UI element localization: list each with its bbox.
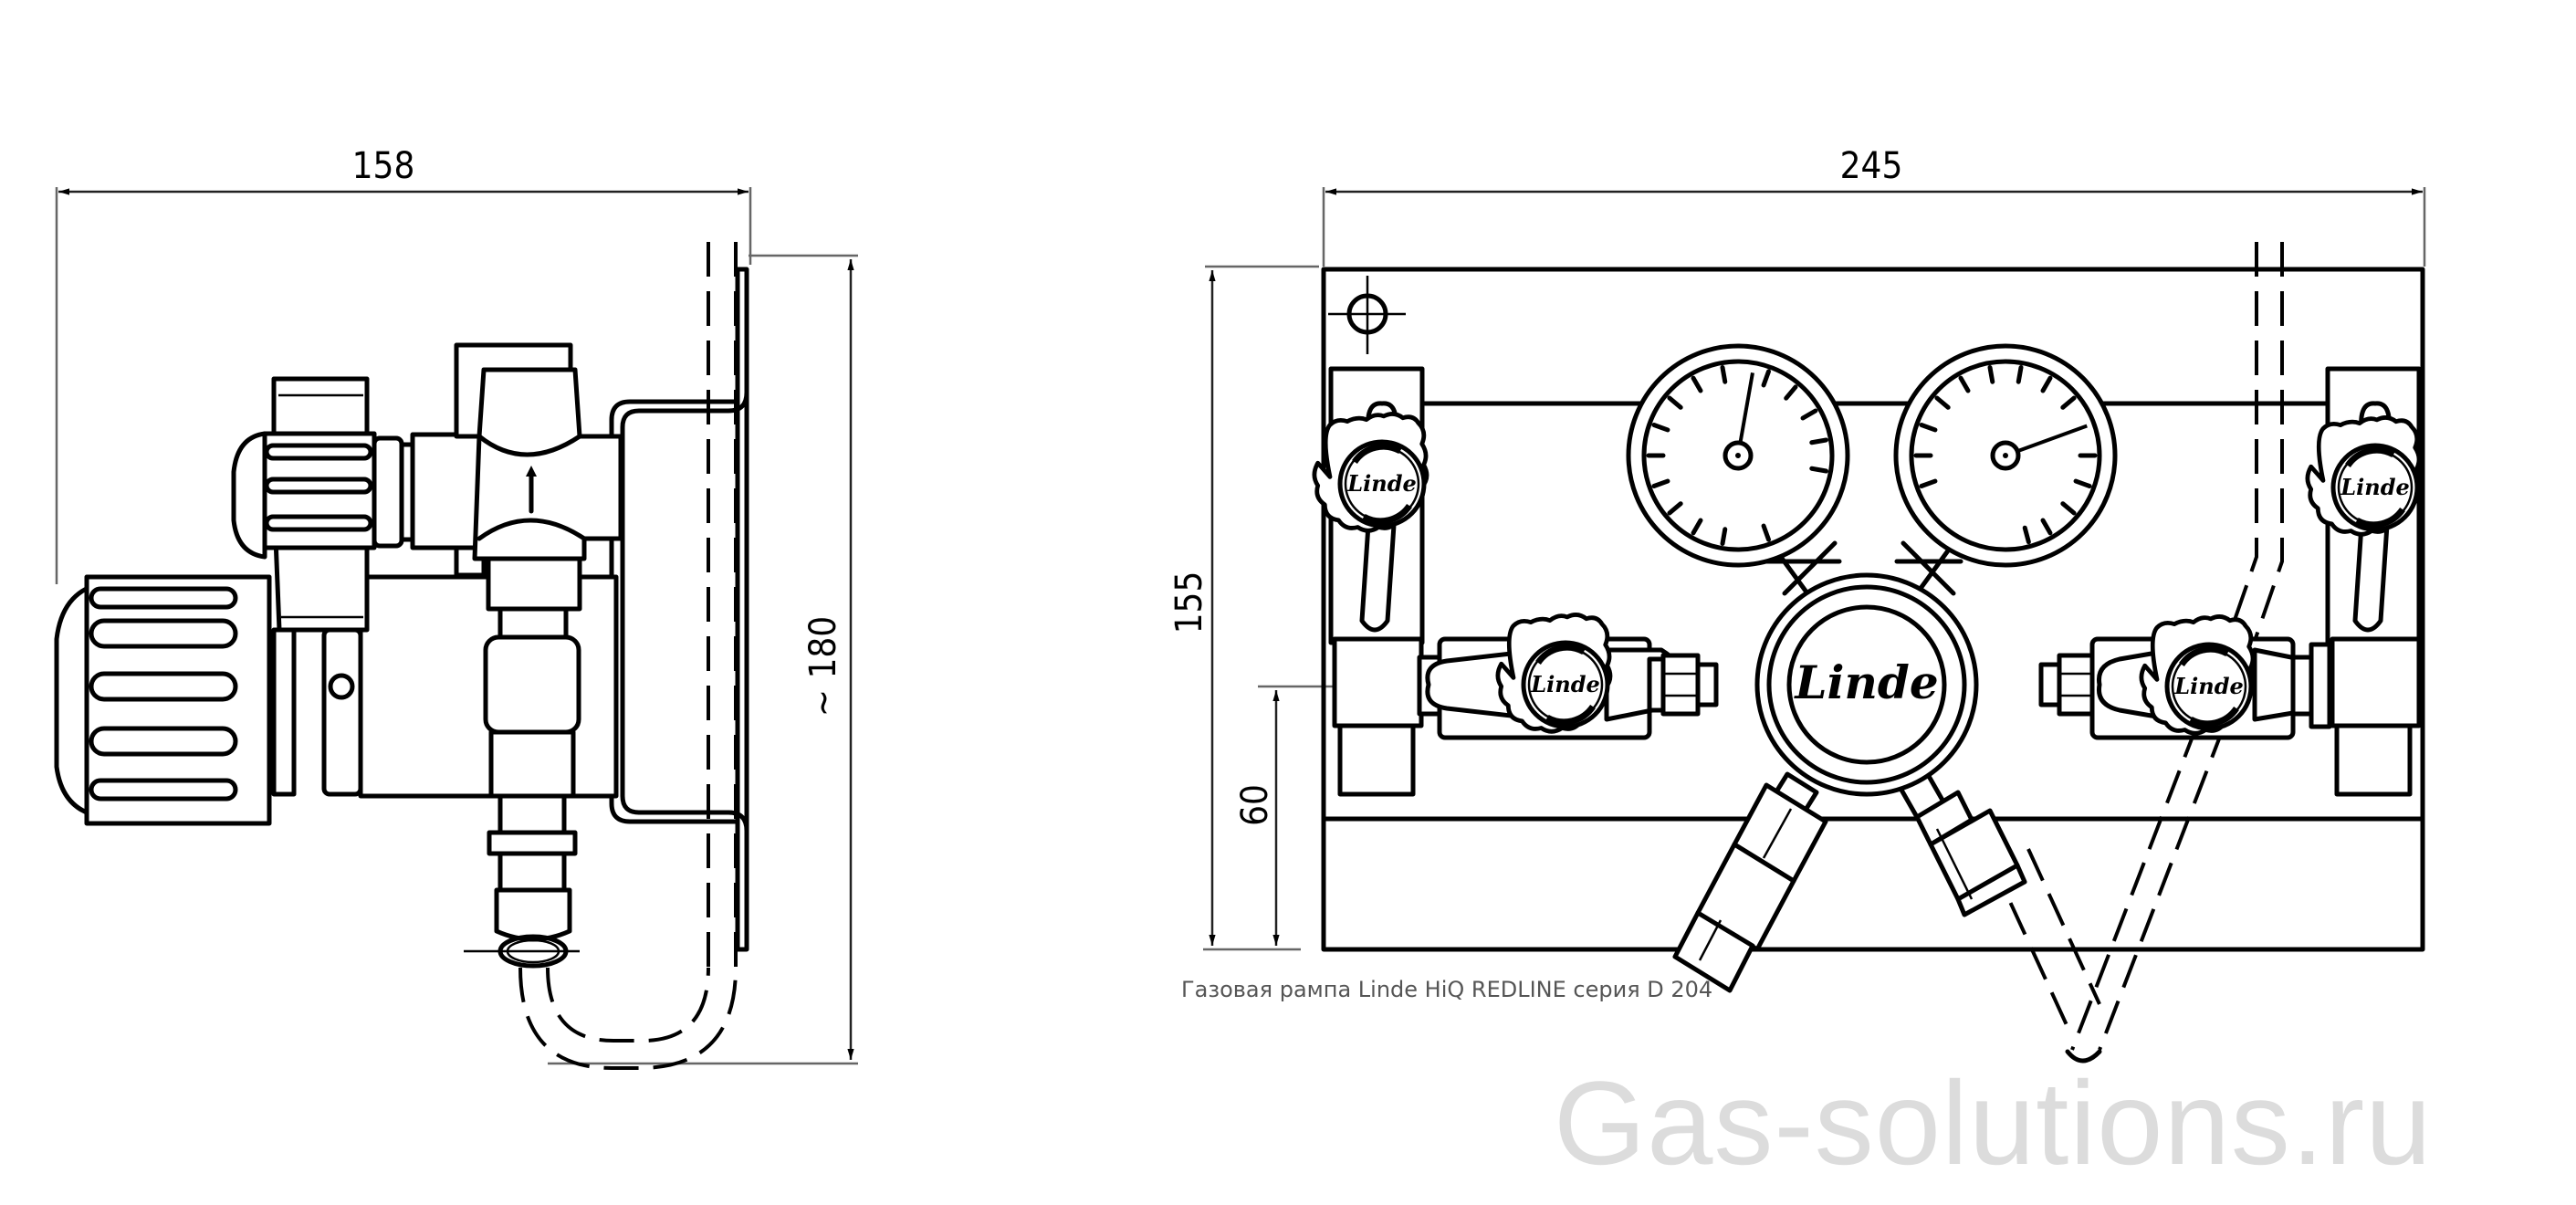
right-outlet-fitting <box>1896 769 2027 917</box>
left-pressure-gauge <box>1628 346 1848 565</box>
left-outlet-valve-knob[interactable] <box>1498 614 1610 731</box>
right-outlet-valve-knob[interactable] <box>2141 616 2254 733</box>
watermark: Gas-solutions.ru <box>1554 1056 2433 1189</box>
side-view: 158 ~ 180 <box>54 145 858 1070</box>
hand-wheel-ribs <box>89 586 238 802</box>
dimension-158-label: 158 <box>352 145 415 187</box>
left-top-valve-knob[interactable] <box>1314 414 1427 530</box>
regulator-body: Linde <box>1754 572 1979 797</box>
regulator-logo: Linde <box>1793 655 1938 709</box>
gauge-ticks <box>1913 364 2098 545</box>
left-outlet-fitting <box>1672 771 1828 993</box>
dimension-180-label: ~ 180 <box>802 616 844 717</box>
front-view: 245 155 60 <box>1168 145 2426 1064</box>
dimension-155-label: 155 <box>1168 571 1210 634</box>
drawing-caption: Газовая рампа Linde HiQ REDLINE серия D … <box>1181 977 1713 1002</box>
backplate <box>1321 267 2425 952</box>
right-pressure-gauge <box>1896 346 2115 565</box>
dimension-245-label: 245 <box>1840 145 1903 187</box>
right-top-valve-knob[interactable] <box>2308 417 2420 534</box>
gauge-ticks <box>1646 364 1829 547</box>
dimension-60-label: 60 <box>1234 784 1276 826</box>
